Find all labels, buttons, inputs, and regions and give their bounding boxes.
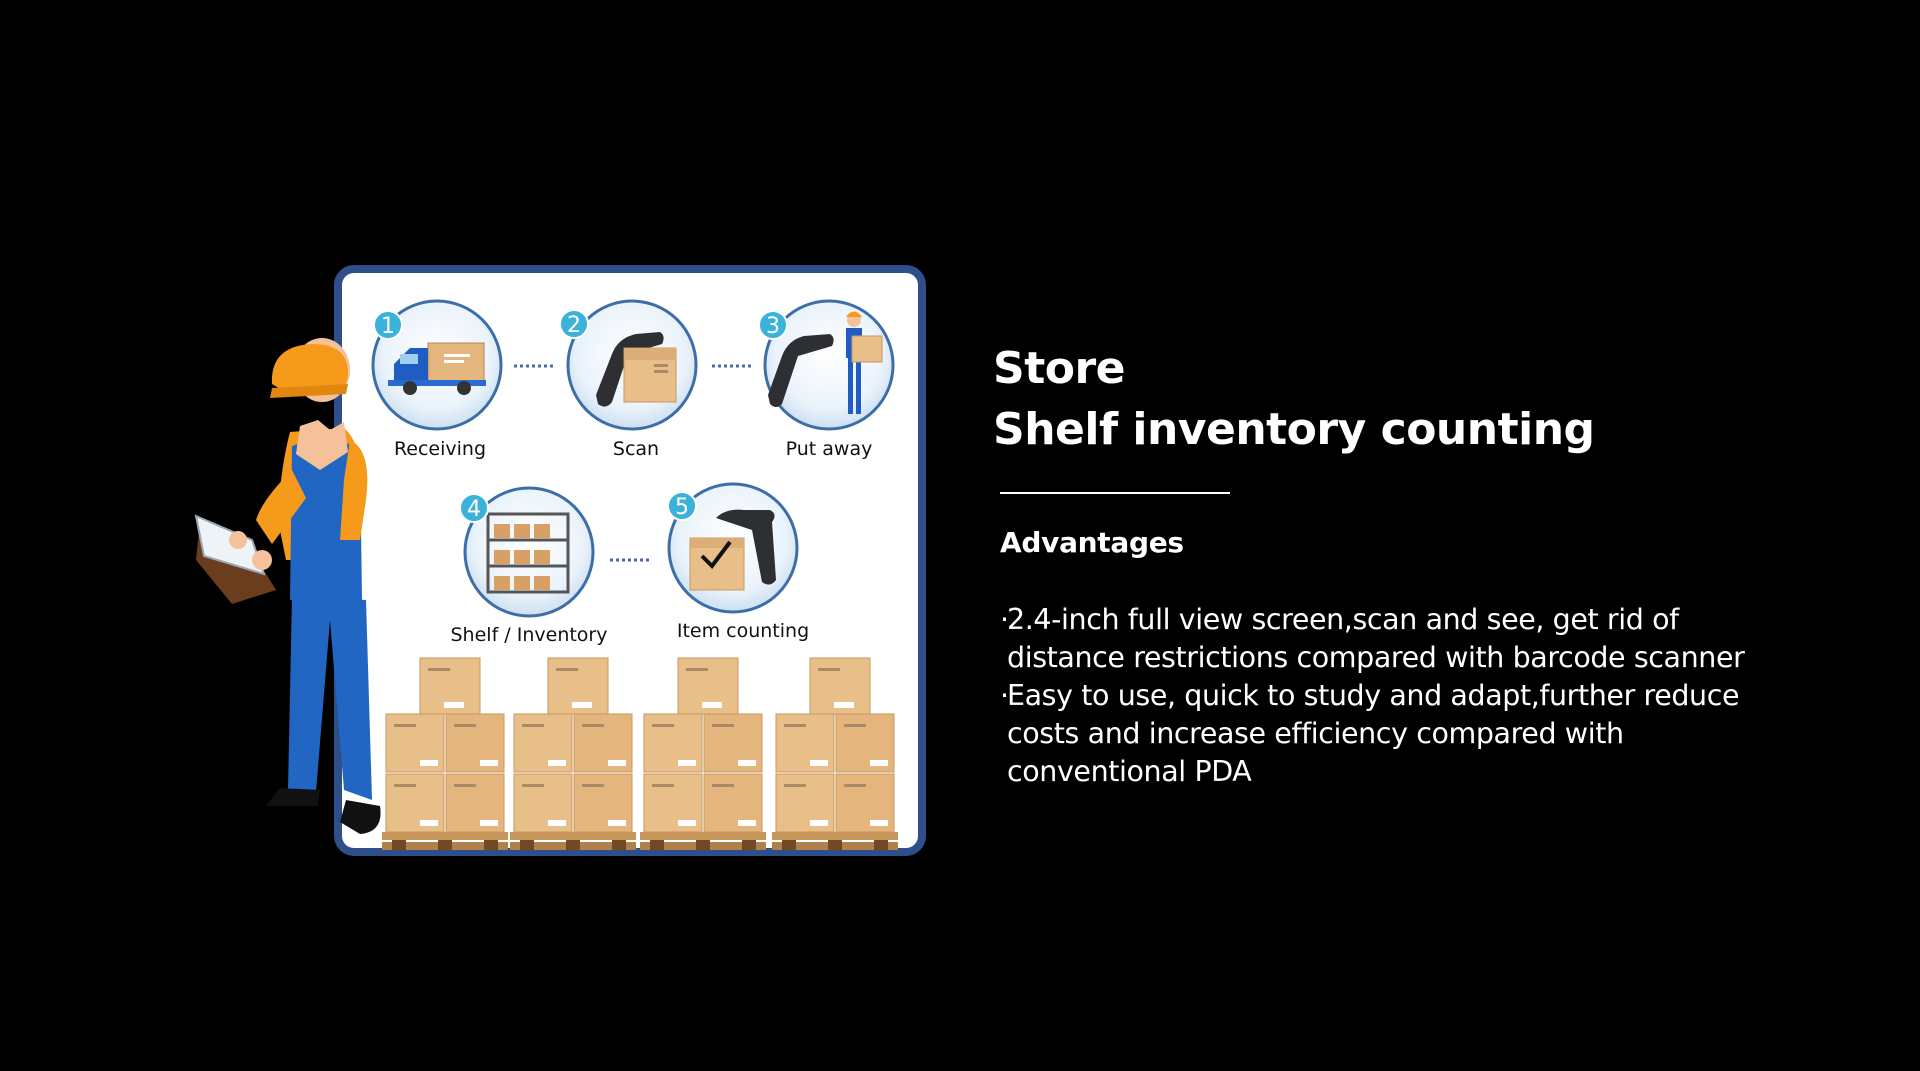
advantage-item: ·Easy to use, quick to study and adapt,f… (1000, 679, 1740, 788)
advantages-heading: Advantages (1000, 526, 1184, 559)
step-scan: 2 Scan (559, 299, 698, 460)
warehouse-workflow-illustration: 1 Receiving 2 Scan 3 Put away (194, 265, 926, 856)
title-divider (1000, 492, 1230, 494)
step-label-scan: Scan (613, 438, 659, 460)
step-put-away: 3 Put away (758, 299, 895, 460)
scanner-icon (596, 332, 677, 407)
step-item-counting: 5 Item counting (667, 482, 809, 642)
page-title-shelf-inventory: Shelf inventory counting (993, 404, 1595, 455)
step-label-receiving: Receiving (394, 438, 486, 460)
worker-carrying-box-icon (768, 311, 883, 414)
shelf-icon (486, 512, 570, 594)
truck-icon (388, 342, 486, 395)
checked-box-icon (689, 509, 776, 591)
svg-text:5: 5 (675, 495, 689, 520)
worker-illustration (194, 338, 381, 834)
advantages-list: ·2.4-inch full view screen,scan and see,… (1000, 601, 1773, 791)
step-shelf-inventory: 4 Shelf / Inventory (451, 486, 608, 646)
text-panel: Store Shelf inventory counting Advantage… (993, 338, 1773, 791)
step-label-item-counting: Item counting (677, 620, 809, 642)
svg-text:3: 3 (766, 314, 780, 339)
svg-text:2: 2 (567, 313, 581, 338)
svg-text:4: 4 (467, 497, 481, 522)
step-label-shelf-inventory: Shelf / Inventory (451, 624, 608, 646)
step-receiving: 1 Receiving (371, 299, 503, 460)
advantage-item: ·2.4-inch full view screen,scan and see,… (1000, 603, 1745, 674)
step-label-put-away: Put away (786, 438, 873, 460)
svg-text:1: 1 (381, 314, 395, 339)
page-title-store: Store (993, 343, 1126, 394)
